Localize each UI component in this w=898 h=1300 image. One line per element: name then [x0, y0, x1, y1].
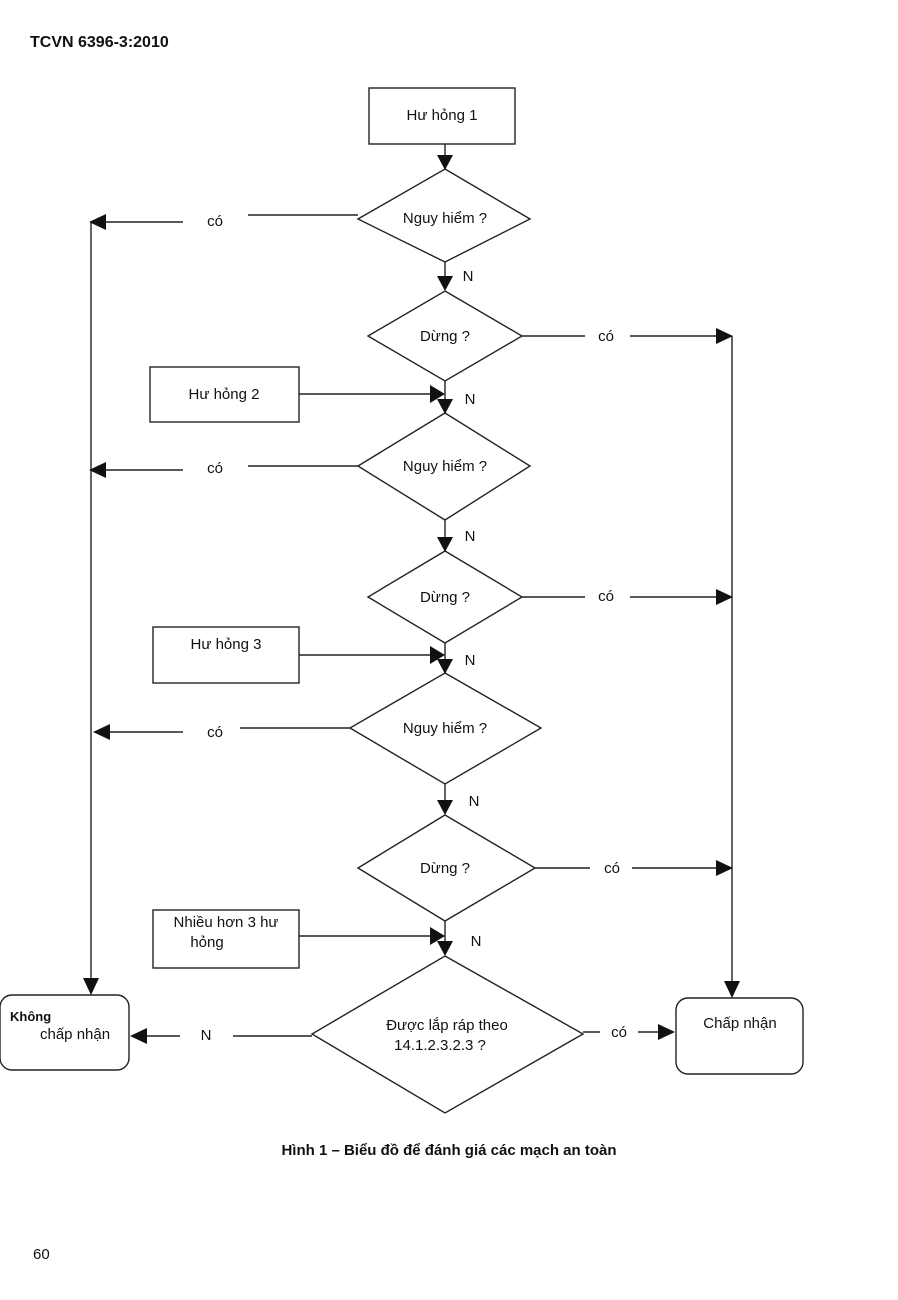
figure-caption: Hình 1 – Biểu đồ để đánh giá các mạch an… — [281, 1142, 617, 1159]
reject-label-line1: Không — [10, 1009, 51, 1024]
dangerous-3-label: Nguy hiểm ? — [403, 720, 487, 737]
assembled-label-line2: 14.1.2.3.2.3 ? — [394, 1037, 486, 1054]
failure-1-box — [368, 87, 516, 145]
assembled-decision — [310, 955, 585, 1114]
yes-label-stop-1: có — [598, 328, 614, 345]
stop-2-label: Dừng ? — [420, 589, 470, 606]
yes-label-dangerous-3: có — [207, 724, 223, 741]
no-label-3: N — [465, 528, 476, 545]
no-label-4: N — [465, 652, 476, 669]
no-label-2: N — [465, 391, 476, 408]
page-number: 60 — [33, 1246, 50, 1263]
no-label-1: N — [463, 268, 474, 285]
accept-terminal — [675, 997, 804, 1075]
failure-more-label-line2: hỏng — [190, 934, 223, 951]
failure-1-label: Hư hỏng 1 — [407, 107, 478, 124]
no-label-5: N — [469, 793, 480, 810]
no-label-6: N — [471, 933, 482, 950]
arrowheads — [83, 155, 740, 1044]
yes-label-stop-3: có — [604, 860, 620, 877]
stop-3-label: Dừng ? — [420, 860, 470, 877]
failure-2-label: Hư hỏng 2 — [189, 386, 260, 403]
yes-label-stop-2: có — [598, 588, 614, 605]
connectors — [90, 144, 733, 1037]
accept-label: Chấp nhận — [703, 1015, 776, 1032]
yes-label-dangerous-2: có — [207, 460, 223, 477]
yes-label-dangerous-1: có — [207, 213, 223, 230]
dangerous-2-label: Nguy hiểm ? — [403, 458, 487, 475]
yes-label-assembled: có — [611, 1024, 627, 1041]
assembled-label-line1: Được lắp ráp theo — [386, 1017, 508, 1034]
standard-code-header: TCVN 6396-3:2010 — [30, 34, 169, 51]
no-label-assembled: N — [201, 1027, 212, 1044]
failure-2-box — [149, 366, 300, 423]
reject-terminal — [0, 994, 130, 1071]
stop-1-label: Dừng ? — [420, 328, 470, 345]
failure-more-box — [152, 909, 300, 969]
failure-3-label: Hư hỏng 3 — [191, 636, 262, 653]
dangerous-1-label: Nguy hiểm ? — [403, 210, 487, 227]
reject-label-line2: chấp nhận — [40, 1026, 110, 1043]
failure-more-label-line1: Nhiều hơn 3 hư — [174, 914, 279, 931]
